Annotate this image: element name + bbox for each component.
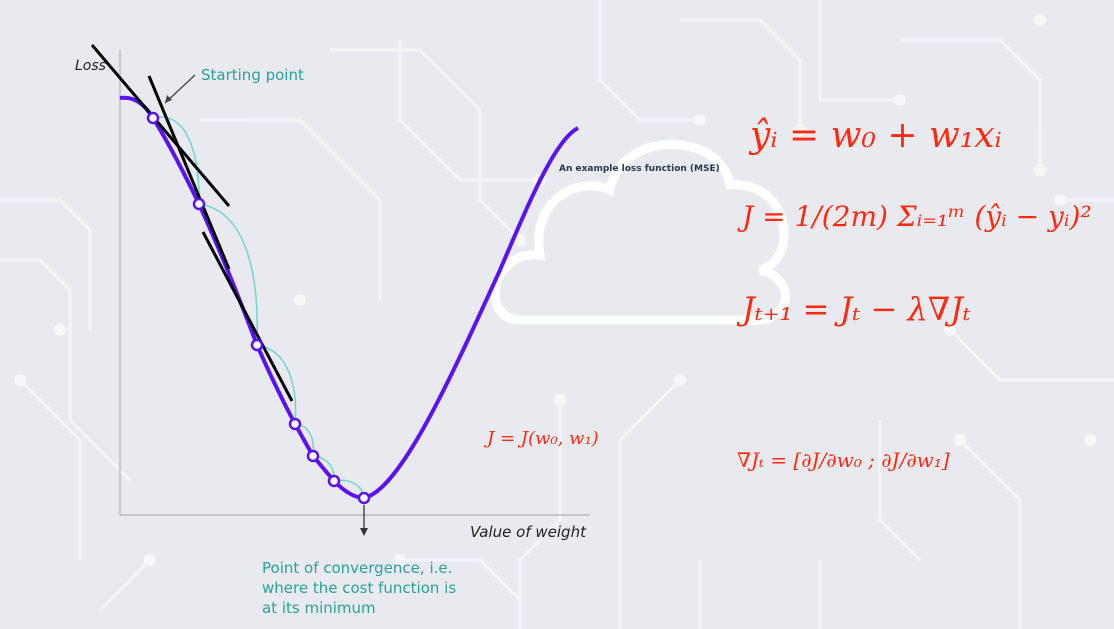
- convergence-label: Point of convergence, i.e. where the cos…: [262, 558, 456, 618]
- x-axis-label: Value of weight: [470, 523, 586, 541]
- loss-function-caption: An example loss function (MSE): [559, 164, 720, 174]
- cost-args-equation: J = J(w₀, w₁): [487, 428, 599, 449]
- cloud-outline: [490, 139, 790, 325]
- y-axis-label: Loss: [75, 58, 106, 74]
- tangent-lines: [90, 44, 294, 402]
- gradient-equation: ∇Jₜ = [∂J/∂w₀ ; ∂J/∂w₁]: [737, 448, 950, 472]
- starting-point-label: Starting point: [201, 66, 304, 84]
- convergence-line: at its minimum: [262, 599, 376, 617]
- prediction-equation: ŷᵢ = w₀ + w₁xᵢ: [750, 115, 1002, 156]
- update-equation: Jₜ₊₁ = Jₜ − λ∇Jₜ: [742, 290, 971, 328]
- cost-equation: J = 1/(2m) Σᵢ₌₁ᵐ (ŷᵢ − yᵢ)²: [742, 200, 1092, 233]
- convergence-line: where the cost function is: [262, 579, 457, 597]
- convergence-line: Point of convergence, i.e.: [262, 559, 453, 577]
- step-points: [146, 111, 371, 505]
